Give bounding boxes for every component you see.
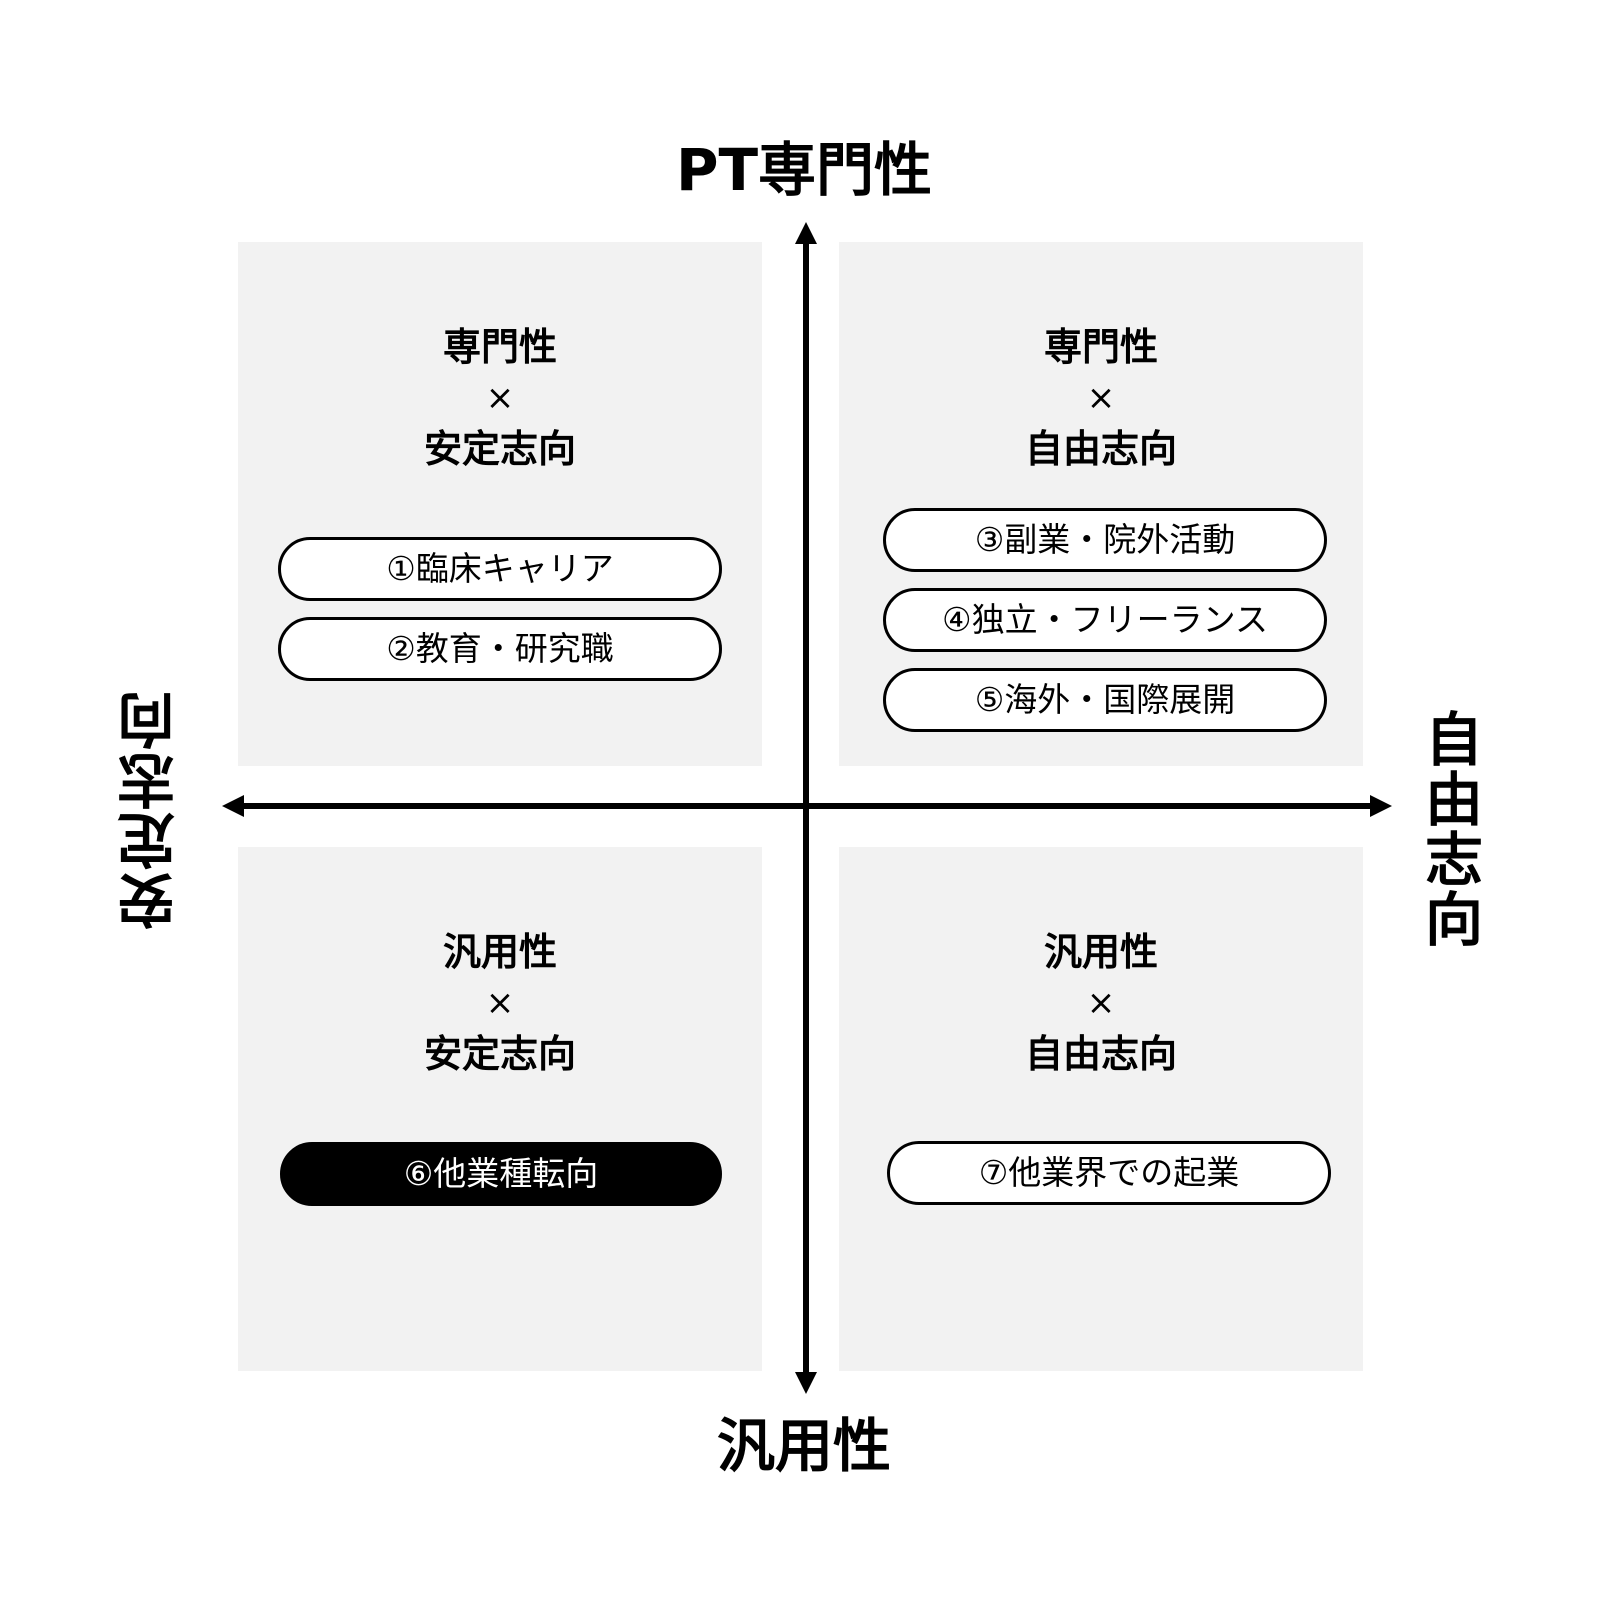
quadrant-title-line1: 汎用性 [442, 930, 557, 974]
quadrant-specialty-freedom: 専門性 × 自由志向 ③副業・院外活動 ④独立・フリーランス ⑤海外・国際展開 [839, 242, 1363, 766]
quadrant-title-line2: 安定志向 [423, 427, 576, 471]
option-overseas: ⑤海外・国際展開 [883, 668, 1327, 732]
quadrant-specialty-stability: 専門性 × 安定志向 ①臨床キャリア ②教育・研究職 [238, 242, 762, 766]
option-side-job: ③副業・院外活動 [883, 508, 1327, 572]
times-symbol: × [485, 378, 515, 418]
times-symbol: × [1086, 983, 1116, 1023]
quadrant-title-line1: 専門性 [442, 325, 557, 369]
quadrant-title: 専門性 × 安定志向 [238, 322, 762, 475]
quadrant-title: 汎用性 × 安定志向 [238, 927, 762, 1080]
quadrant-title-line2: 自由志向 [1024, 427, 1177, 471]
option-freelance: ④独立・フリーランス [883, 588, 1327, 652]
quadrant-title-line2: 安定志向 [423, 1032, 576, 1076]
quadrant-general-stability: 汎用性 × 安定志向 ⑥他業種転向 [238, 847, 762, 1371]
option-startup-other-industry: ⑦他業界での起業 [887, 1141, 1331, 1205]
option-education-research: ②教育・研究職 [278, 617, 722, 681]
axis-label-right: 自由志向 [1415, 709, 1483, 949]
arrow-down-icon [795, 1372, 817, 1394]
option-clinical-career: ①臨床キャリア [278, 537, 722, 601]
times-symbol: × [485, 983, 515, 1023]
quadrant-title-line1: 汎用性 [1043, 930, 1158, 974]
quadrant-title: 汎用性 × 自由志向 [839, 927, 1363, 1080]
quadrant-general-freedom: 汎用性 × 自由志向 ⑦他業界での起業 [839, 847, 1363, 1371]
quadrant-title-line1: 専門性 [1043, 325, 1158, 369]
arrow-right-icon [1370, 795, 1392, 817]
axis-label-left: 安定志向 [117, 690, 185, 930]
axis-label-top: PT専門性 [675, 136, 933, 204]
quadrant-title-line2: 自由志向 [1024, 1032, 1177, 1076]
arrow-left-icon [222, 795, 244, 817]
times-symbol: × [1086, 378, 1116, 418]
quadrant-title: 専門性 × 自由志向 [839, 322, 1363, 475]
arrow-up-icon [795, 222, 817, 244]
axis-label-bottom: 汎用性 [716, 1412, 891, 1480]
option-career-change: ⑥他業種転向 [280, 1142, 722, 1206]
